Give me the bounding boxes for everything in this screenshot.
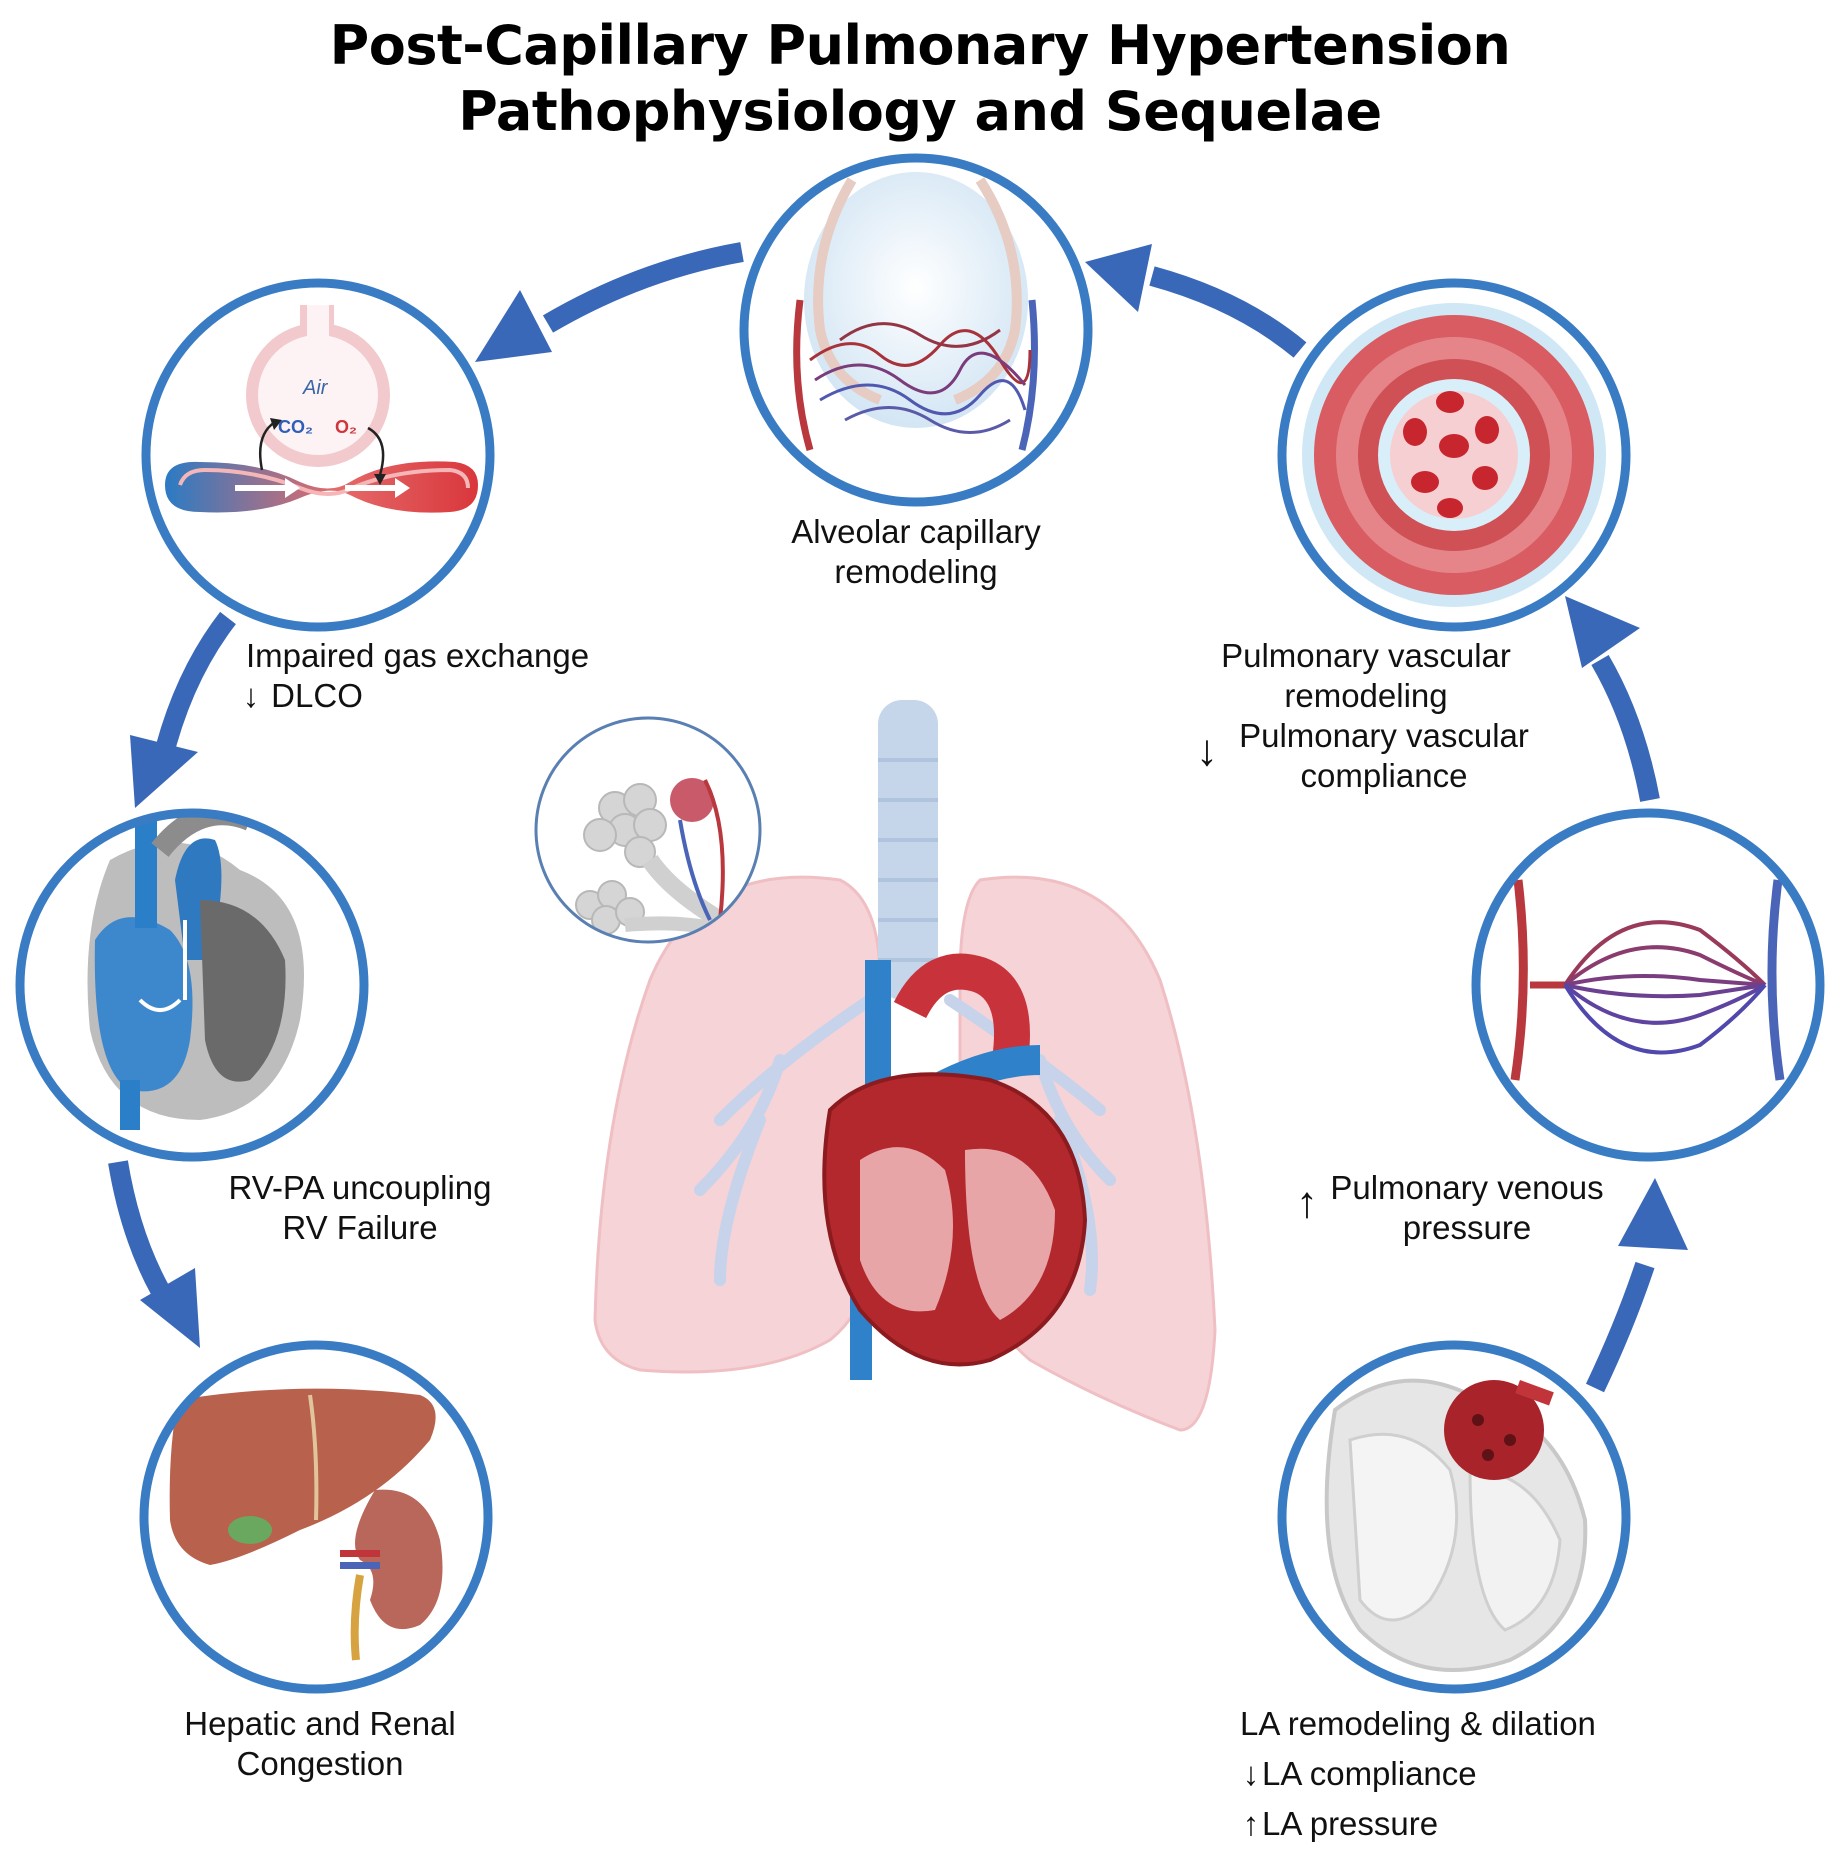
title-line-2: Pathophysiology and Sequelae <box>458 80 1382 143</box>
arrowhead-gas <box>475 290 552 362</box>
hepatic-label-line-1: Hepatic and Renal <box>184 1705 456 1742</box>
rv-label: RV-PA uncoupling RV Failure <box>200 1168 520 1248</box>
arrow-alveolar-to-gas <box>542 242 744 333</box>
o2-label: O₂ <box>335 417 357 437</box>
pvr-label-line-4: compliance <box>1300 757 1468 794</box>
up-arrow-icon: ↑ <box>1296 1178 1318 1227</box>
air-label: Air <box>303 377 328 399</box>
gas-exchange-label-line-1: Impaired gas exchange <box>246 637 590 674</box>
la-label: LA remodeling & dilation ↓LA compliance … <box>1240 1704 1596 1844</box>
cycle-arrowheads <box>130 244 1688 1348</box>
up-arrow-icon: ↑ <box>1242 1805 1260 1842</box>
down-arrow-icon: ↓ <box>242 677 260 714</box>
la-compliance-label: LA compliance <box>1262 1755 1477 1792</box>
alveolar-capillary-illustration <box>739 153 1093 507</box>
hepatic-label: Hepatic and Renal Congestion <box>150 1704 490 1784</box>
arrowhead-rv <box>130 735 198 808</box>
venous-label-line-1: Pulmonary venous <box>1330 1169 1604 1206</box>
pvr-label-line-1: Pulmonary vascular <box>1221 637 1511 674</box>
co2-label: CO₂ <box>278 417 313 437</box>
liver-kidney-illustration <box>139 1340 493 1694</box>
pvr-compliance-label: ↓ Pulmonary vascular compliance <box>1196 716 1544 796</box>
arrow-pvr-to-alveolar <box>1149 266 1307 358</box>
arrowhead-alveolar <box>1085 244 1152 312</box>
pvr-label: Pulmonary vascular remodeling <box>1186 636 1546 716</box>
arrow-la-to-venous <box>1585 1261 1655 1393</box>
hepatic-label-line-2: Congestion <box>236 1745 404 1782</box>
capillary-network-illustration <box>1471 808 1825 1162</box>
la-heart-illustration <box>1277 1340 1631 1694</box>
down-arrow-icon: ↓ <box>1242 1755 1260 1792</box>
arrowhead-hepatic <box>140 1268 200 1348</box>
venous-label-line-2: pressure <box>1402 1209 1532 1246</box>
arrow-rv-to-hepatic <box>108 1160 169 1295</box>
la-pressure-label: LA pressure <box>1262 1805 1439 1842</box>
pvr-label-line-2: remodeling <box>1284 677 1448 714</box>
gas-exchange-illustration <box>141 278 495 632</box>
venous-label: ↑ Pulmonary venous pressure <box>1296 1168 1612 1248</box>
cycle-arrows <box>108 242 1660 1393</box>
title-line-1: Post-Capillary Pulmonary Hypertension <box>329 14 1511 77</box>
central-lungs-heart-illustration <box>534 700 1217 1432</box>
dlco-label: DLCO <box>271 677 363 714</box>
vessel-cross-section-illustration <box>1277 278 1631 632</box>
pvr-label-line-3: Pulmonary vascular <box>1239 717 1529 754</box>
arrowhead-pvr <box>1565 596 1640 668</box>
rv-label-line-2: RV Failure <box>282 1209 438 1246</box>
down-arrow-icon: ↓ <box>1196 726 1218 775</box>
arrow-capillary-to-pvr <box>1591 654 1660 802</box>
rv-label-line-1: RV-PA uncoupling <box>228 1169 492 1206</box>
alveolar-label: Alveolar capillary remodeling <box>716 512 1116 592</box>
rv-heart-illustration <box>15 808 369 1162</box>
alveolar-label-line-1: Alveolar capillary <box>791 513 1041 550</box>
la-label-line-1: LA remodeling & dilation <box>1240 1705 1596 1742</box>
arrowhead-venous <box>1618 1178 1688 1250</box>
alveolar-label-line-2: remodeling <box>834 553 998 590</box>
gas-exchange-label: Impaired gas exchange ↓ DLCO <box>240 636 589 716</box>
